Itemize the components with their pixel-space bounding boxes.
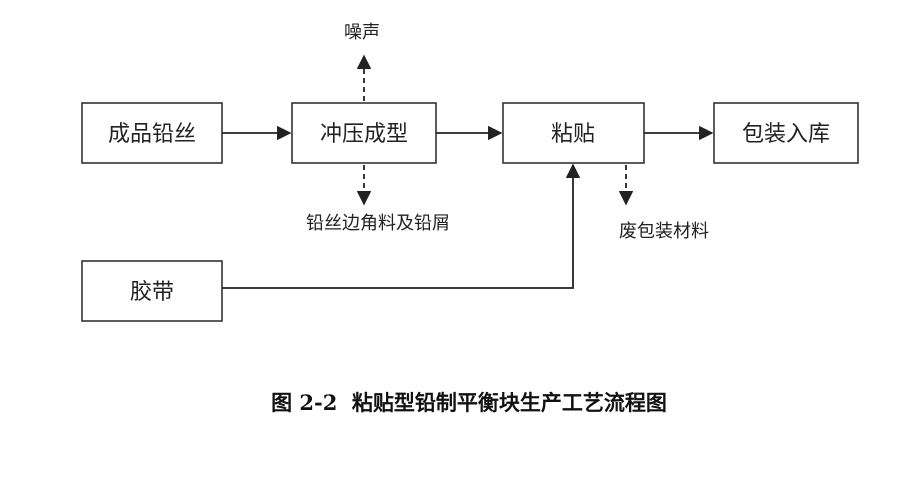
box-stamping-label: 冲压成型 [320, 122, 408, 147]
box-finished-wire: 成品铅丝 [81, 102, 223, 164]
box-tape: 胶带 [81, 260, 223, 322]
box-tape-label: 胶带 [130, 280, 174, 305]
label-waste-packaging: 废包装材料 [619, 221, 709, 242]
box-finished-wire-label: 成品铅丝 [108, 122, 196, 147]
box-packaging-label: 包装入库 [742, 122, 830, 147]
figure-caption: 图 2-2 粘贴型铅制平衡块生产工艺流程图 [271, 390, 667, 415]
arrow-tape-to-bonding [222, 163, 581, 289]
box-packaging: 包装入库 [713, 102, 859, 164]
box-bonding: 粘贴 [502, 102, 645, 164]
label-wire-scraps: 铅丝边角料及铅屑 [306, 213, 450, 234]
box-stamping: 冲压成型 [291, 102, 437, 164]
label-noise: 噪声 [344, 22, 380, 43]
box-bonding-label: 粘贴 [551, 122, 595, 147]
